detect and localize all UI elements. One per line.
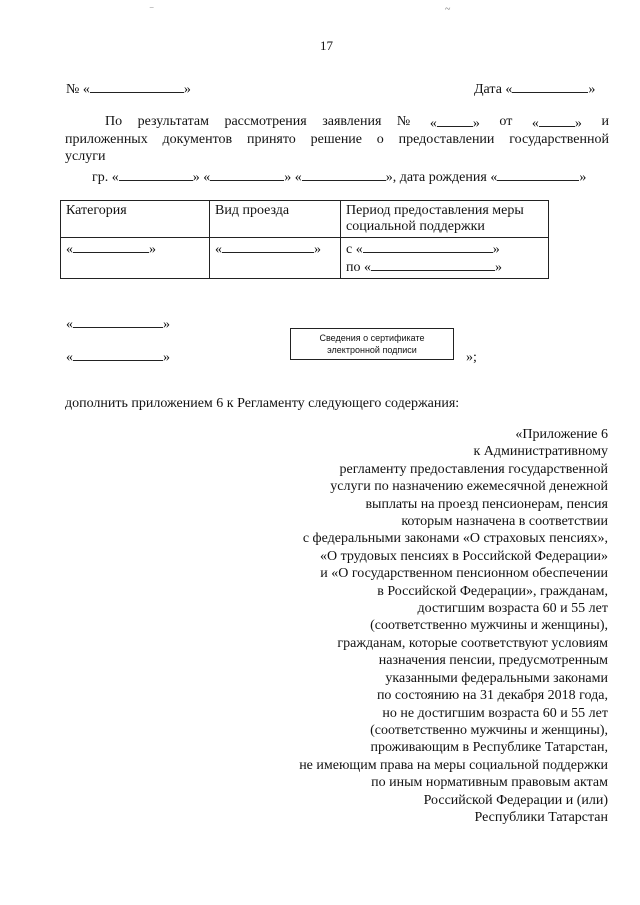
name-blank [210,168,285,181]
document-number-line: № « » [66,80,191,97]
citizen-line: гр. « » « » « », дата рождения « » [92,168,586,185]
date-label: Дата « [474,82,513,97]
number-blank [89,80,184,93]
birth-date-label: », дата рождения « [385,170,498,185]
appendix-line: «О трудовых пенсиях в Российской Федерац… [319,548,608,564]
appendix-heading: «Приложение 6 к Административному реглам… [208,426,608,826]
scan-mark: ‾ [150,8,154,19]
appendix-line: в Российской Федерации», гражданам, [377,583,608,599]
travel-type-cell: «» [209,237,341,279]
appendix-line: выплаты на проезд пенсионерам, пенсия [365,496,608,512]
certificate-box: Сведения о сертификате электронной подпи… [290,328,454,360]
appendix-line: Республики Татарстан [474,809,609,825]
number-label: № « [66,82,90,97]
appendix-line: по иным нормативным правовым актам [371,775,608,791]
appendix-line: которым назначена в соответствии [401,514,608,530]
application-date-blank [538,114,575,127]
from-word: от [499,114,513,129]
category-cell: «» [60,237,210,279]
certificate-line-1: Сведения о сертификате [319,333,425,343]
date-close: » [588,82,596,97]
appendix-line: достигшим возраста 60 и 55 лет [417,601,608,617]
quote-sep: » « [192,170,211,185]
decision-line-1: По результатам рассмотрения заявления № … [105,114,609,131]
appendix-line: по состоянию на 31 декабря 2018 года, [376,688,608,704]
certificate-line-2: электронной подписи [327,345,417,355]
position-blank [73,315,163,328]
appendix-line: Российской Федерации и (или) [423,792,608,808]
surname-blank [118,168,193,181]
signer-name-blank [73,348,163,361]
supplement-line: дополнить приложением 6 к Регламенту сле… [65,396,460,411]
header-travel-type: Вид проезда [209,200,341,238]
quote-open: « [429,116,437,131]
appendix-line: регламенту предоставления государственно… [339,461,608,477]
header-period: Период предоставления меры социальной по… [340,200,549,238]
application-number-blank [436,114,473,127]
appendix-line: гражданам, которые соответствуют условия… [337,635,608,651]
quote-sep: » « [284,170,302,185]
number-close: » [183,82,191,97]
page-number: 17 [320,38,333,53]
date-line: Дата « » [474,80,595,97]
table-row: «» «» с «» по «» [60,237,549,279]
signature-end-mark: »; [466,350,477,365]
appendix-line: и «О государственном пенсионном обеспече… [320,566,608,582]
appendix-line: проживающим в Республике Татарстан, [370,740,608,756]
appendix-line: (соответственно мужчины и женщины), [370,722,608,738]
period-cell: с «» по «» [340,237,549,279]
position-line: «» [66,315,170,332]
decision-line-3: услуги [65,149,106,164]
appendix-line: услуги по назначению ежемесячной денежно… [330,479,608,495]
decision-line-2: приложенных документов принято решение о… [65,132,609,147]
quote-close: » [574,116,582,131]
appendix-line: но не достигшим возраста 60 и 55 лет [382,705,608,721]
signer-name-line: «» [66,348,170,365]
date-blank [512,80,589,93]
and-word: и [601,114,609,129]
appendix-line: к Административному [473,444,608,460]
quote-close: » [579,170,587,185]
quote-open: « [531,116,539,131]
appendix-line: указанными федеральными законами [385,670,608,686]
decision-text-line-2: приложенных документов принято решение о… [65,132,609,147]
appendix-line: не имеющим права на меры социальной подд… [299,757,608,773]
quote-close: » [472,116,480,131]
patronymic-blank [301,168,386,181]
appendix-line: «Приложение 6 [515,427,608,442]
decision-text-start: По результатам рассмотрения заявления № [105,114,411,129]
appendix-line: назначения пенсии, предусмотренным [378,653,608,669]
citizen-prefix: гр. « [92,170,119,185]
appendix-line: (соответственно мужчины и женщины), [370,618,608,634]
birth-date-blank [497,168,580,181]
scan-mark: ~ [445,4,451,15]
support-table: Категория Вид проезда Период предоставле… [60,200,549,279]
table-header-row: Категория Вид проезда Период предоставле… [60,200,549,238]
appendix-line: с федеральными законами «О страховых пен… [302,531,608,547]
header-category: Категория [60,200,210,238]
